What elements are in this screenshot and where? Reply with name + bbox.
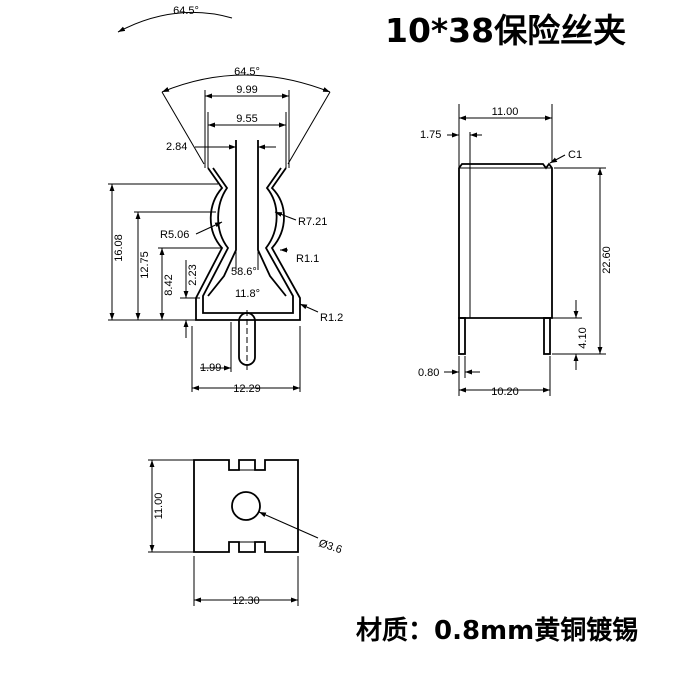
radius-small-label: R1.1 bbox=[296, 253, 319, 265]
drawing-title: 10*38保险丝夹 bbox=[385, 11, 627, 50]
side-leg-left bbox=[458, 317, 466, 355]
angle-arc-main bbox=[161, 74, 331, 93]
material-note: 材质：0.8mm黄铜镀锡 bbox=[356, 616, 639, 646]
bottom-view: 11.00 Ø3.6 12.30 bbox=[148, 459, 343, 607]
top-angle-dimension: 64.5° bbox=[117, 5, 233, 33]
front-view: 64.5° 9.99 9.55 2.84 R5.06 R7.21 R1.1 bbox=[108, 66, 343, 395]
side-view: 11.00 1.75 C1 22.60 4.10 0.80 bbox=[418, 104, 613, 398]
top-angle-label: 64.5° bbox=[173, 5, 199, 17]
mounting-hole bbox=[231, 491, 261, 521]
bottom-plate bbox=[193, 459, 299, 553]
side-top-width-label: 11.00 bbox=[492, 106, 519, 118]
pin-offset-label: 1.99 bbox=[200, 362, 221, 374]
angle-inner-label: 58.6° bbox=[231, 266, 257, 278]
side-bottom-width-label: 10.20 bbox=[491, 386, 519, 398]
lip-label: 2.84 bbox=[166, 141, 187, 153]
spring-right bbox=[257, 140, 287, 297]
angle-base-label: 11.8° bbox=[235, 288, 260, 300]
height-low-label: 8.42 bbox=[163, 274, 175, 295]
height-total-label: 16.08 bbox=[113, 234, 125, 262]
angle-main-label: 64.5° bbox=[234, 66, 260, 78]
spring-left bbox=[207, 140, 237, 297]
hole-diameter-label: Ø3.6 bbox=[317, 537, 343, 556]
base-width-label: 12.29 bbox=[233, 383, 261, 395]
width-outer-label: 9.99 bbox=[236, 84, 257, 96]
height-mid-label: 12.75 bbox=[139, 251, 151, 279]
clip-outline bbox=[195, 167, 301, 321]
radius-left-label: R5.06 bbox=[160, 229, 189, 241]
angle-extension-right bbox=[287, 91, 331, 165]
height-min-label: 2.23 bbox=[187, 264, 199, 285]
pin-thickness-label: 0.80 bbox=[418, 367, 439, 379]
side-height-label: 22.60 bbox=[601, 246, 613, 274]
pin-length-label: 4.10 bbox=[577, 327, 589, 348]
bottom-height-label: 11.00 bbox=[153, 493, 165, 520]
radius-right-label: R7.21 bbox=[298, 216, 327, 228]
side-leg-right bbox=[543, 317, 551, 355]
width-inner-label: 9.55 bbox=[236, 113, 257, 125]
bottom-width-label: 12.30 bbox=[232, 595, 260, 607]
side-body bbox=[458, 162, 553, 319]
angle-extension-left bbox=[161, 91, 205, 165]
chamfer-label: C1 bbox=[568, 149, 582, 161]
radius-base-label: R1.2 bbox=[320, 312, 343, 324]
side-thickness-label: 1.75 bbox=[420, 129, 441, 141]
